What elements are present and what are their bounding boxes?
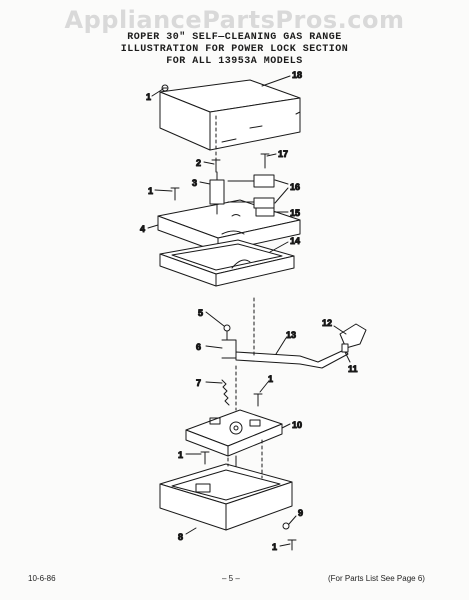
assembly-guide-lines <box>215 115 263 479</box>
title-line-1: ROPER 30" SELF—CLEANING GAS RANGE <box>127 32 342 43</box>
callout-7: 7 <box>196 378 201 388</box>
leader-lines <box>147 75 351 547</box>
screw-part-17 <box>260 153 270 169</box>
screw-part-2 <box>211 159 221 173</box>
callout-5: 5 <box>198 308 203 318</box>
part-9-nut <box>282 522 297 551</box>
part-13-lever-rod <box>235 349 349 369</box>
screw-part-1-lower <box>200 451 210 465</box>
callout-4: 4 <box>140 224 145 234</box>
callout-3: 3 <box>192 178 197 188</box>
callout-18: 18 <box>292 70 302 80</box>
callout-2: 2 <box>196 158 201 168</box>
part-12-handle <box>339 323 367 353</box>
part-7-spring <box>221 379 230 406</box>
footer-page-number: – 5 – <box>222 574 240 583</box>
callout-9: 9 <box>298 508 303 518</box>
callout-1-right: 1 <box>268 374 273 384</box>
callout-14: 14 <box>290 236 300 246</box>
screw-part-1-top <box>161 84 169 92</box>
watermark: AppliancePartsPros.com <box>64 6 405 34</box>
part-10-lock-mechanism <box>185 409 283 469</box>
callout-13: 13 <box>286 330 296 340</box>
part-15-spacer <box>255 207 275 217</box>
part-3-bracket <box>209 171 225 215</box>
footer-parts-list-note: (For Parts List See Page 6) <box>328 574 425 583</box>
callout-10: 10 <box>292 420 302 430</box>
callout-17: 17 <box>278 149 288 159</box>
part-18-cover <box>159 79 301 151</box>
callout-12: 12 <box>322 318 332 328</box>
screw-part-1-right <box>253 393 263 407</box>
callout-11: 11 <box>348 364 358 374</box>
footer-date: 10-6-86 <box>28 574 56 583</box>
callout-1-bottom: 1 <box>272 542 277 552</box>
callout-1-lower: 1 <box>178 450 183 460</box>
screw-part-1-mid <box>170 187 180 201</box>
callout-1-top: 1 <box>146 92 151 102</box>
title-line-3: FOR ALL 13953A MODELS <box>166 56 303 67</box>
callout-16: 16 <box>290 182 300 192</box>
part-6-bracket <box>221 339 237 359</box>
part-14-gasket <box>159 239 295 287</box>
callout-8: 8 <box>178 532 183 542</box>
part-8-housing <box>159 463 293 531</box>
screw-part-5 <box>223 324 231 341</box>
callout-6: 6 <box>196 342 201 352</box>
callout-15: 15 <box>290 208 300 218</box>
title-line-2: ILLUSTRATION FOR POWER LOCK SECTION <box>120 44 349 55</box>
callout-1-mid: 1 <box>148 186 153 196</box>
